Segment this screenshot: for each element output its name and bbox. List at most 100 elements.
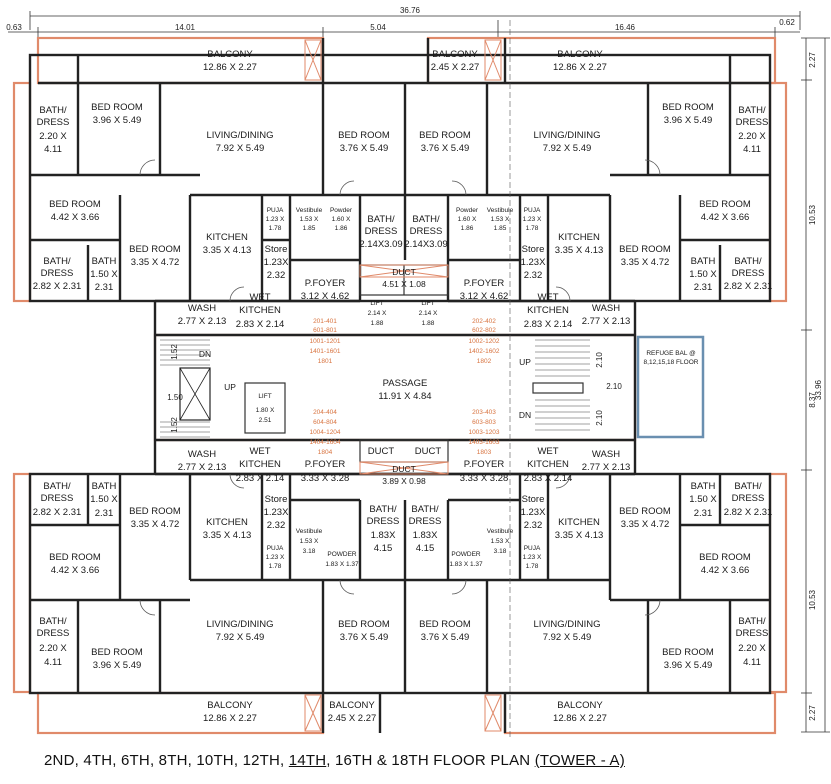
flat-br-0: 203-403: [472, 409, 496, 416]
foyer-tr-size: 3.12 X 4.62: [460, 291, 509, 302]
living-tl-size: 7.92 X 5.49: [216, 143, 265, 154]
duct-b2-name: DUCT: [415, 446, 442, 457]
flat-tr-0: 202-402: [472, 318, 496, 325]
bathdress-bml-n1: BATH/: [369, 504, 397, 515]
wetk-bl-n1: WET: [249, 446, 270, 457]
flat-tr-4: 1802: [477, 358, 492, 365]
bathdress-br-s1: 2.20 X: [738, 643, 766, 654]
right-mid-label: 8.37: [808, 392, 817, 408]
title-part-1: 2ND, 4TH, 6TH, 8TH, 10TH, 12TH,: [44, 752, 289, 769]
bathdress-ml-n2: DRESS: [365, 226, 398, 237]
bathdress-bmr-n2: DRESS: [409, 516, 442, 527]
bathdress-tl-s2: 4.11: [44, 144, 62, 155]
bedroom2-br-name: BED ROOM: [699, 552, 751, 563]
wash-tl-name: WASH: [188, 303, 216, 314]
puja-br-name: PUJA: [524, 545, 541, 552]
bedroom-tl-size: 3.96 X 5.49: [93, 115, 142, 126]
mid-segment-label: 5.04: [370, 23, 386, 32]
powder-tr-s2: 1.86: [461, 225, 474, 232]
balcony-tr-size: 12.86 X 2.27: [553, 62, 607, 73]
store-tl-name: Store: [265, 244, 288, 255]
bathdress-mr-n1: BATH/: [412, 214, 440, 225]
lift-l-name: LIFT: [258, 393, 271, 400]
bedroom-tmr-name: BED ROOM: [419, 130, 471, 141]
bedroom2-bl-name: BED ROOM: [49, 552, 101, 563]
bath-br-s2: 2.31: [694, 508, 713, 519]
bathdress-ml-size: 2.14X3.09: [359, 239, 402, 250]
wash-bl-name: WASH: [188, 449, 216, 460]
puja-tr-name: PUJA: [524, 207, 541, 214]
stair-up-label-1: UP: [224, 382, 236, 392]
kitchen-tr-size: 3.35 X 4.13: [555, 245, 604, 256]
bedroom-tml-size: 3.76 X 5.49: [340, 143, 389, 154]
vest-tr-s2: 1.85: [494, 225, 507, 232]
kitchen-bl-size: 3.35 X 4.13: [203, 530, 252, 541]
stair-up-label-2: UP: [519, 357, 531, 367]
kitchen-bl-name: KITCHEN: [206, 517, 248, 528]
refuge-floors: 8,12,15,18 FLOOR: [644, 359, 699, 366]
vest-tr-name: Vestibule: [487, 207, 514, 214]
bathdress-bml-n2: DRESS: [367, 516, 400, 527]
balcony-x-marks: [304, 39, 502, 732]
bedroom-tr-size: 3.96 X 5.49: [664, 115, 713, 126]
title-part-4: (TOWER - A): [534, 752, 625, 769]
balcony-tm-size: 2.45 X 2.27: [431, 62, 480, 73]
bath-br-name: BATH: [691, 481, 716, 492]
balcony-br-name: BALCONY: [557, 700, 603, 711]
bathdress-ml-n1: BATH/: [367, 214, 395, 225]
bedroom3-tl-name: BED ROOM: [129, 244, 181, 255]
bathdress-bmr-n1: BATH/: [411, 504, 439, 515]
flat-numbers: 201-401 601-801 1001-1201 1401-1601 1801…: [309, 318, 499, 456]
bathdress-tr-n1: BATH/: [738, 105, 766, 116]
stair-dim-e: 2.10: [606, 382, 622, 391]
refuge-box: [636, 335, 705, 439]
stair-dn-label-1: DN: [199, 349, 211, 359]
bath-br-s1: 1.50 X: [689, 494, 717, 505]
stair-dim-f: 2.10: [595, 410, 604, 426]
bathdress-bl-n1: BATH/: [39, 616, 67, 627]
lift-l-s2: 2.51: [259, 417, 272, 424]
duct-t-name: DUCT: [392, 267, 416, 277]
bathdress2-tr-n1: BATH/: [734, 256, 762, 267]
bedroom3-tr-size: 3.35 X 4.72: [621, 257, 670, 268]
bathdress2-bl-n1: BATH/: [43, 481, 71, 492]
bath-tr-name: BATH: [691, 256, 716, 267]
bedroom-tml-name: BED ROOM: [338, 130, 390, 141]
bedroom3-bl-name: BED ROOM: [129, 506, 181, 517]
right-upper-label: 10.53: [808, 204, 817, 225]
powder-tr-name: Powder: [456, 207, 479, 214]
bedroom-br-name: BED ROOM: [662, 647, 714, 658]
bedroom2-tr-name: BED ROOM: [699, 199, 751, 210]
powder-tl-s2: 1.86: [335, 225, 348, 232]
doors: [139, 159, 661, 616]
powder-tr-s1: 1.60 X: [458, 216, 477, 223]
lift-l-s1: 1.80 X: [256, 407, 275, 414]
foyer-br-size: 3.33 X 3.28: [460, 473, 509, 484]
bathdress2-bl-n2: DRESS: [41, 493, 74, 504]
puja-tl-s2: 1.78: [269, 225, 282, 232]
balcony-bm-size: 2.45 X 2.27: [328, 713, 377, 724]
puja-tl-name: PUJA: [267, 207, 284, 214]
powder-bl-name: POWDER: [327, 551, 357, 558]
vest-tr-s1: 1.53 X: [491, 216, 510, 223]
bedroom-tmr-size: 3.76 X 5.49: [421, 143, 470, 154]
bathdress-tl-n1: BATH/: [39, 105, 67, 116]
balcony-br-size: 12.86 X 2.27: [553, 713, 607, 724]
right-segment-label: 16.46: [615, 23, 636, 32]
top-dimensions: 36.76 0.63 14.01 5.04 16.46 0.62: [6, 6, 801, 38]
flat-tl-3: 1401-1601: [309, 348, 340, 355]
kitchen-tl-size: 3.35 X 4.13: [203, 245, 252, 256]
lift-t2-s2: 1.88: [422, 320, 435, 327]
kitchen-br-size: 3.35 X 4.13: [555, 530, 604, 541]
wetk-tr-n2: KITCHEN: [527, 305, 569, 316]
bath-tr-s2: 2.31: [694, 282, 713, 293]
bathdress-tl-s1: 2.20 X: [39, 131, 67, 142]
bedroom-bmr-size: 3.76 X 5.49: [421, 632, 470, 643]
flat-br-4: 1803: [477, 449, 492, 456]
bathdress2-br-n1: BATH/: [734, 481, 762, 492]
bathdress2-tr-size: 2.82 X 2.31: [724, 281, 773, 292]
bedroom3-bl-size: 3.35 X 4.72: [131, 519, 180, 530]
bathdress2-tl-n2: DRESS: [41, 268, 74, 279]
balcony-tl-size: 12.86 X 2.27: [203, 62, 257, 73]
living-br-name: LIVING/DINING: [533, 619, 600, 630]
